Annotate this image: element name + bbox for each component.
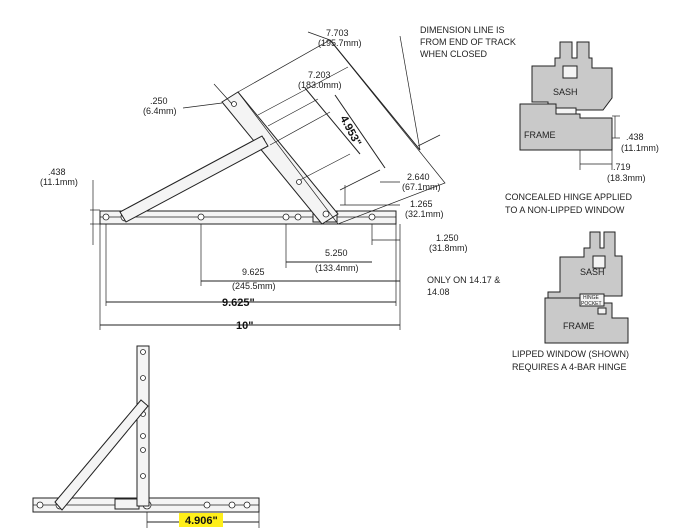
dim-5250-mm: (133.4mm) (315, 263, 359, 273)
track-hole (197, 213, 205, 221)
concealed-dim-438: .438 (626, 132, 644, 142)
concealed-frame-label: FRAME (524, 130, 556, 140)
track-hole (368, 213, 376, 221)
note-only-on-1: ONLY ON 14.17 & (427, 275, 500, 285)
dim-10: 10" (236, 320, 253, 332)
lipped-window-detail (544, 231, 629, 344)
track-hole (282, 213, 290, 221)
dim-438: .438 (48, 167, 66, 177)
concealed-caption-2: TO A NON-LIPPED WINDOW (505, 205, 625, 215)
open-hinge-view (90, 31, 446, 330)
track-hole (102, 213, 110, 221)
lipped-frame-label: FRAME (563, 321, 595, 331)
dim-1250-mm: (31.8mm) (429, 243, 468, 253)
note-only-on-2: 14.08 (427, 287, 450, 297)
dim-438-mm: (11.1mm) (40, 177, 78, 187)
dim-7703-mm: (195.7mm) (318, 38, 362, 48)
concealed-dim-719-mm: (18.3mm) (607, 173, 646, 183)
concealed-sash-label: SASH (553, 87, 578, 97)
dim-1265: 1.265 (410, 199, 433, 209)
lipped-sash-profile (547, 231, 623, 301)
lipped-caption-1: LIPPED WINDOW (SHOWN) (512, 349, 629, 359)
note-dimension-line-1: DIMENSION LINE IS (420, 25, 505, 35)
dim-2640: 2.640 (407, 172, 430, 182)
hinge-pocket (579, 293, 605, 307)
note-dimension-line-3: WHEN CLOSED (420, 49, 488, 59)
dim-9625: 9.625 (242, 267, 265, 277)
dim-7203-mm: (183.0mm) (298, 80, 342, 90)
sash-outline (237, 39, 446, 225)
note-dimension-line-2: FROM END OF TRACK (420, 37, 516, 47)
dim-7703: 7.703 (326, 28, 349, 38)
frame-profile (519, 103, 613, 151)
dim-7203: 7.203 (308, 70, 331, 80)
dim-2640-mm: (67.1mm) (402, 182, 441, 192)
concealed-dim-719: .719 (613, 162, 631, 172)
folded-support-arm (54, 399, 149, 511)
track-hole (294, 213, 302, 221)
lipped-caption-2: REQUIRES A 4-BAR HINGE (512, 362, 627, 372)
dim-250: .250 (150, 96, 168, 106)
concealed-dim-438-mm: (11.1mm) (621, 143, 659, 153)
folded-hinge-view (32, 345, 260, 528)
hinge-pocket-label-1: HINGE (583, 295, 600, 301)
dim-9625-mm: (245.5mm) (232, 281, 276, 291)
concealed-caption-1: CONCEALED HINGE APPLIED (505, 192, 633, 202)
sash-arm (221, 91, 339, 225)
hinge-pocket-label-2: POCKET (581, 301, 602, 307)
lipped-sash-label: SASH (580, 267, 605, 277)
dim-250-mm: (6.4mm) (143, 106, 177, 116)
dim-1250: 1.250 (436, 233, 459, 243)
support-arm (119, 135, 269, 223)
dim-9625-bold: 9.625" (222, 297, 255, 309)
dim-4906-highlight (179, 513, 223, 527)
folded-sash-arm (136, 345, 150, 507)
concealed-hinge-detail (519, 41, 620, 170)
dim-5250: 5.250 (325, 248, 348, 258)
dim-4906: 4.906" (185, 515, 218, 527)
dim-1265-mm: (32.1mm) (405, 209, 444, 219)
hinge-track (99, 210, 397, 225)
